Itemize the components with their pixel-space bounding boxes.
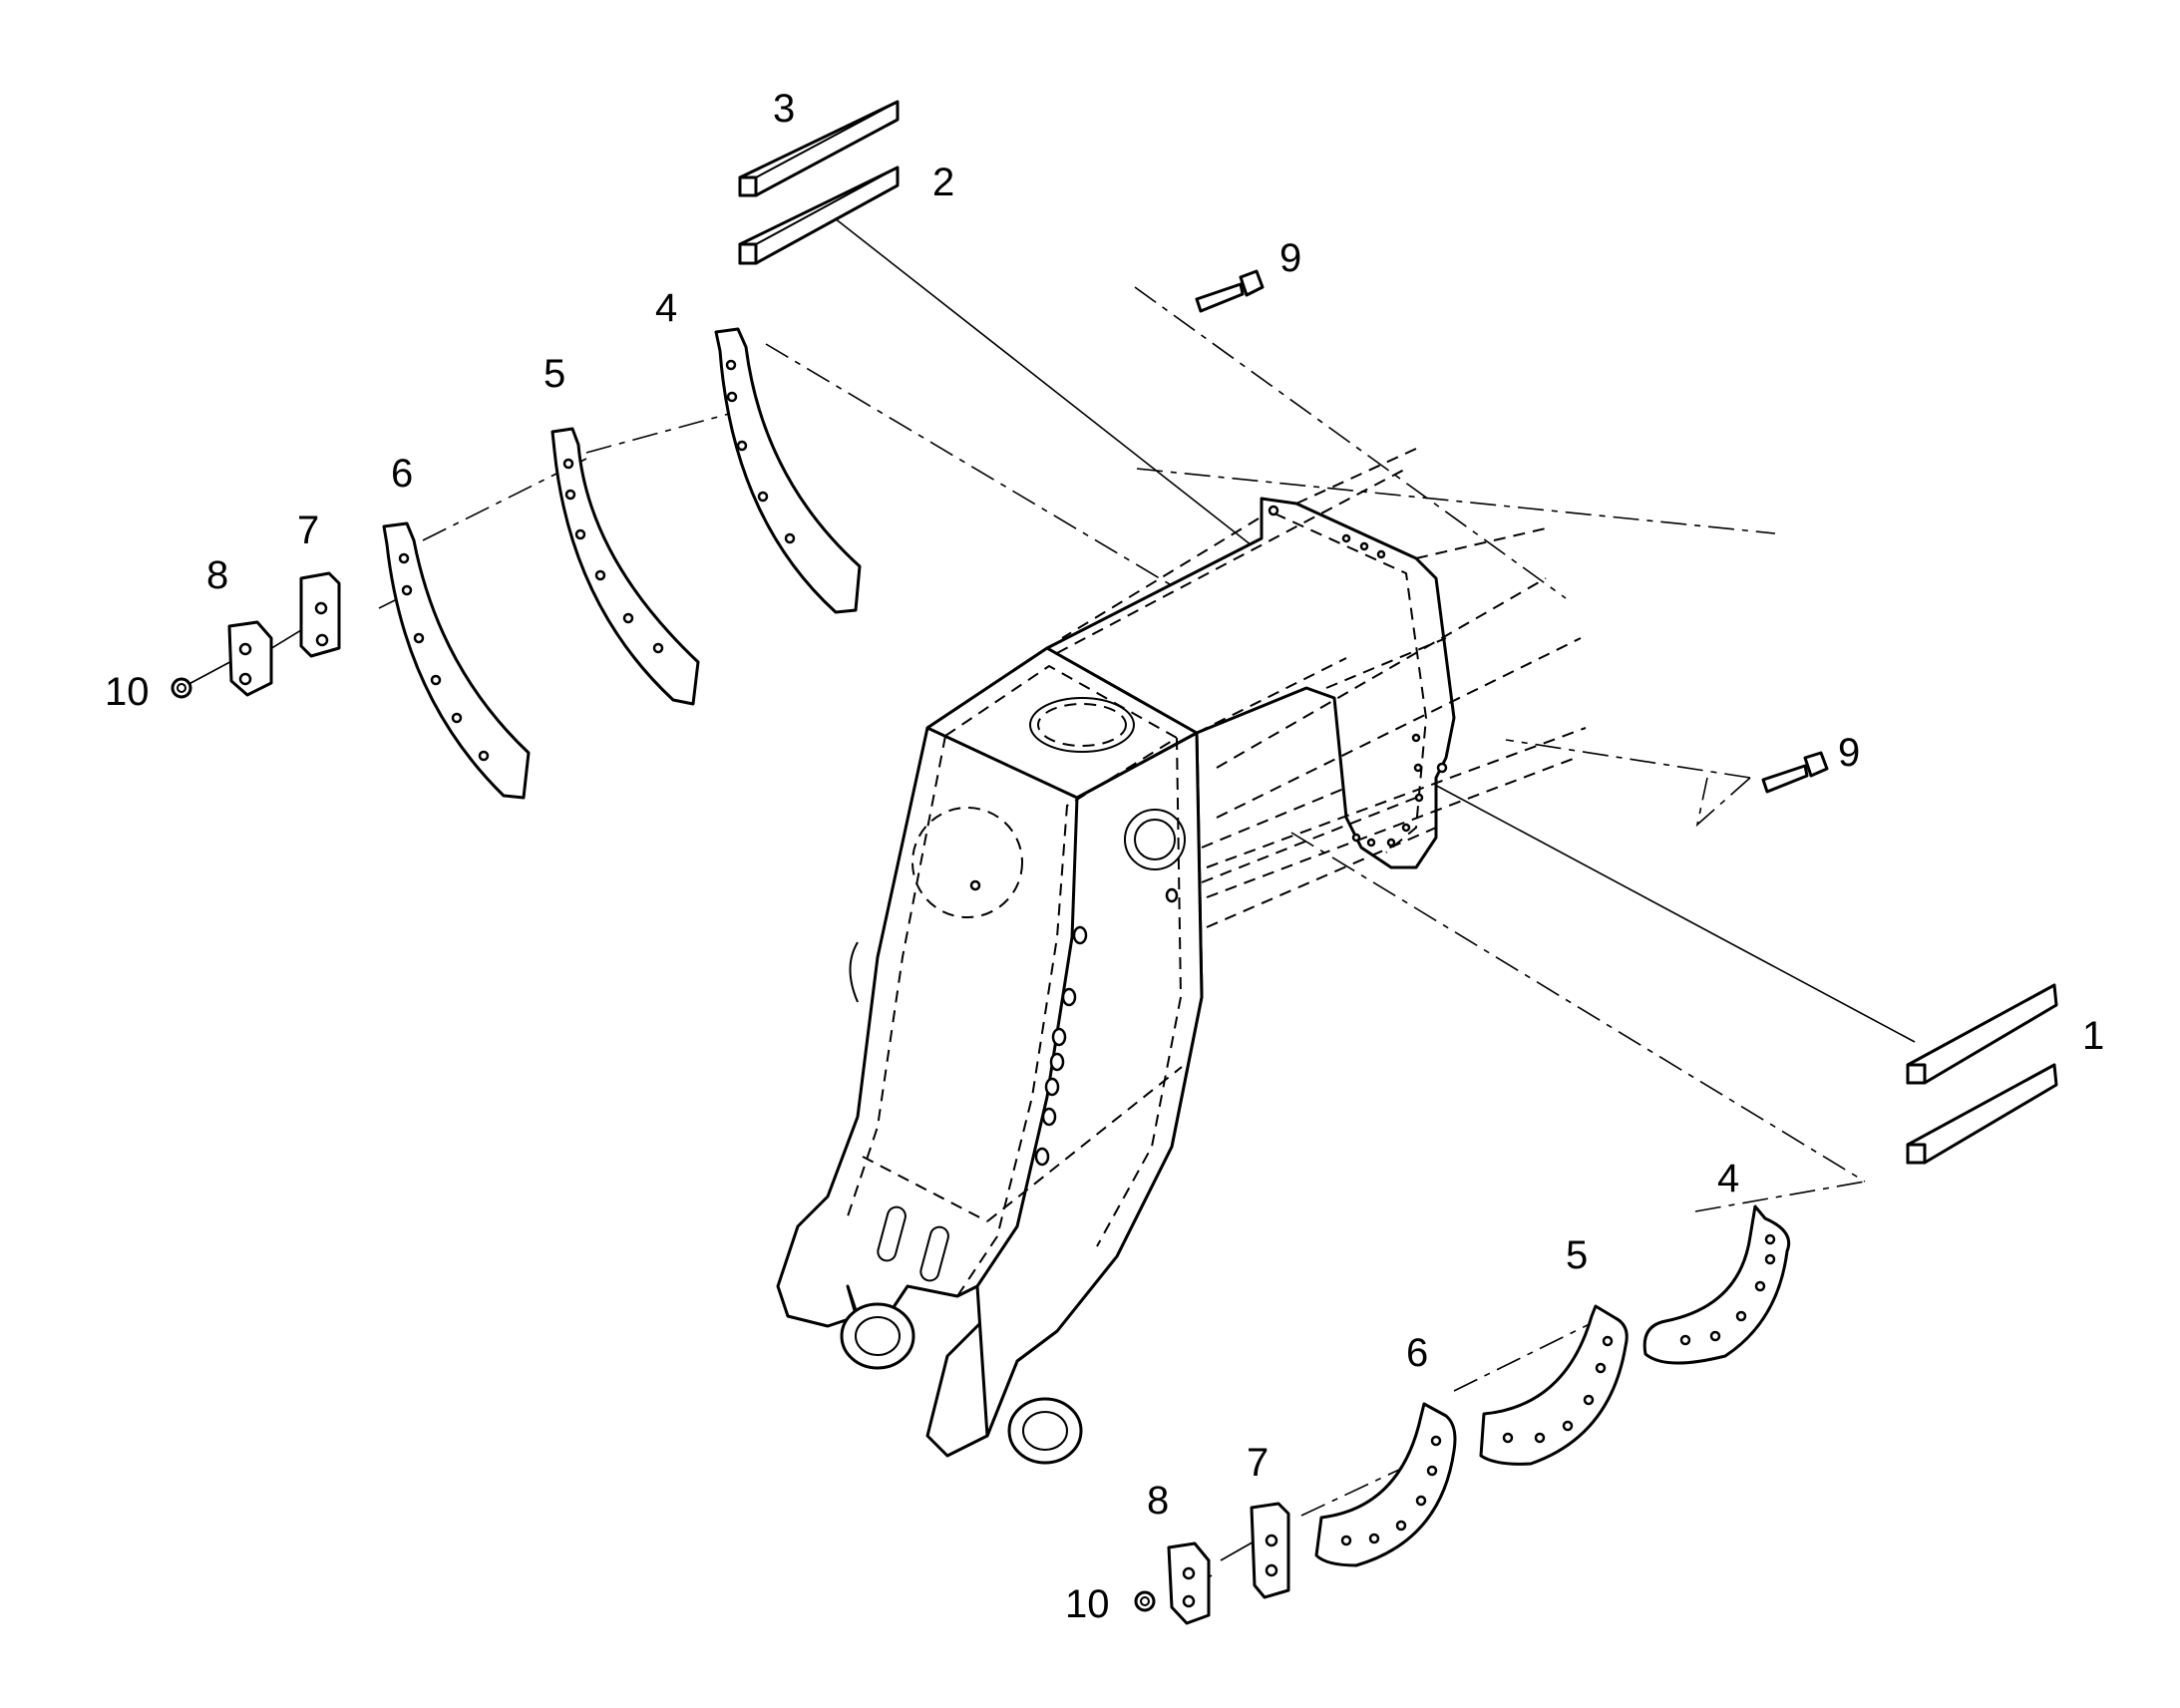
wear-pad-6-lower: [1314, 1402, 1457, 1567]
bar-3: [738, 100, 900, 197]
clamp-plate-8-upper: [227, 620, 273, 697]
wear-pad-4-lower: [1642, 1204, 1791, 1365]
callout-6-upper: 6: [391, 452, 413, 496]
nut-10-upper: [171, 677, 192, 699]
clamp-plate-8-lower: [1167, 1541, 1211, 1625]
spacer-plate-7-lower: [1250, 1502, 1290, 1599]
nut-10-lower: [1134, 1590, 1156, 1612]
callout-4-upper: 4: [655, 286, 677, 330]
callout-8-upper: 8: [206, 553, 228, 597]
bolt-9-lower: [1761, 751, 1829, 794]
callout-9-lower: 9: [1838, 731, 1860, 775]
bar-1-upper: [1906, 983, 2058, 1085]
callout-7-lower: 7: [1247, 1441, 1269, 1485]
wear-pad-6-upper: [382, 521, 531, 800]
wear-pad-5-upper: [550, 427, 700, 706]
callout-5-lower: 5: [1566, 1233, 1588, 1277]
callout-labels: 3 2 9 4 5 6 7 8 10 9 1 4 5 6 7 8 10: [105, 87, 2104, 1626]
cross-beam: [1045, 448, 1587, 928]
boom-arm: [776, 646, 1204, 1465]
callout-10-lower: 10: [1065, 1582, 1110, 1626]
bar-2: [738, 166, 900, 265]
wear-pad-5-lower: [1479, 1304, 1629, 1466]
callout-3: 3: [773, 87, 795, 131]
callout-2: 2: [932, 161, 954, 204]
callout-8-lower: 8: [1147, 1479, 1169, 1523]
bar-1-lower: [1906, 1063, 2058, 1165]
bolt-9-upper: [1195, 269, 1265, 313]
callout-5-upper: 5: [544, 352, 565, 396]
callout-6-lower: 6: [1406, 1331, 1428, 1375]
callout-4-lower: 4: [1717, 1157, 1739, 1200]
callout-7-upper: 7: [297, 509, 319, 552]
wear-pad-4-upper: [714, 327, 862, 614]
callout-10-upper: 10: [105, 670, 150, 714]
spacer-plate-7-upper: [299, 571, 341, 658]
callout-9-upper: 9: [1279, 236, 1301, 280]
callout-1: 1: [2082, 1014, 2104, 1058]
